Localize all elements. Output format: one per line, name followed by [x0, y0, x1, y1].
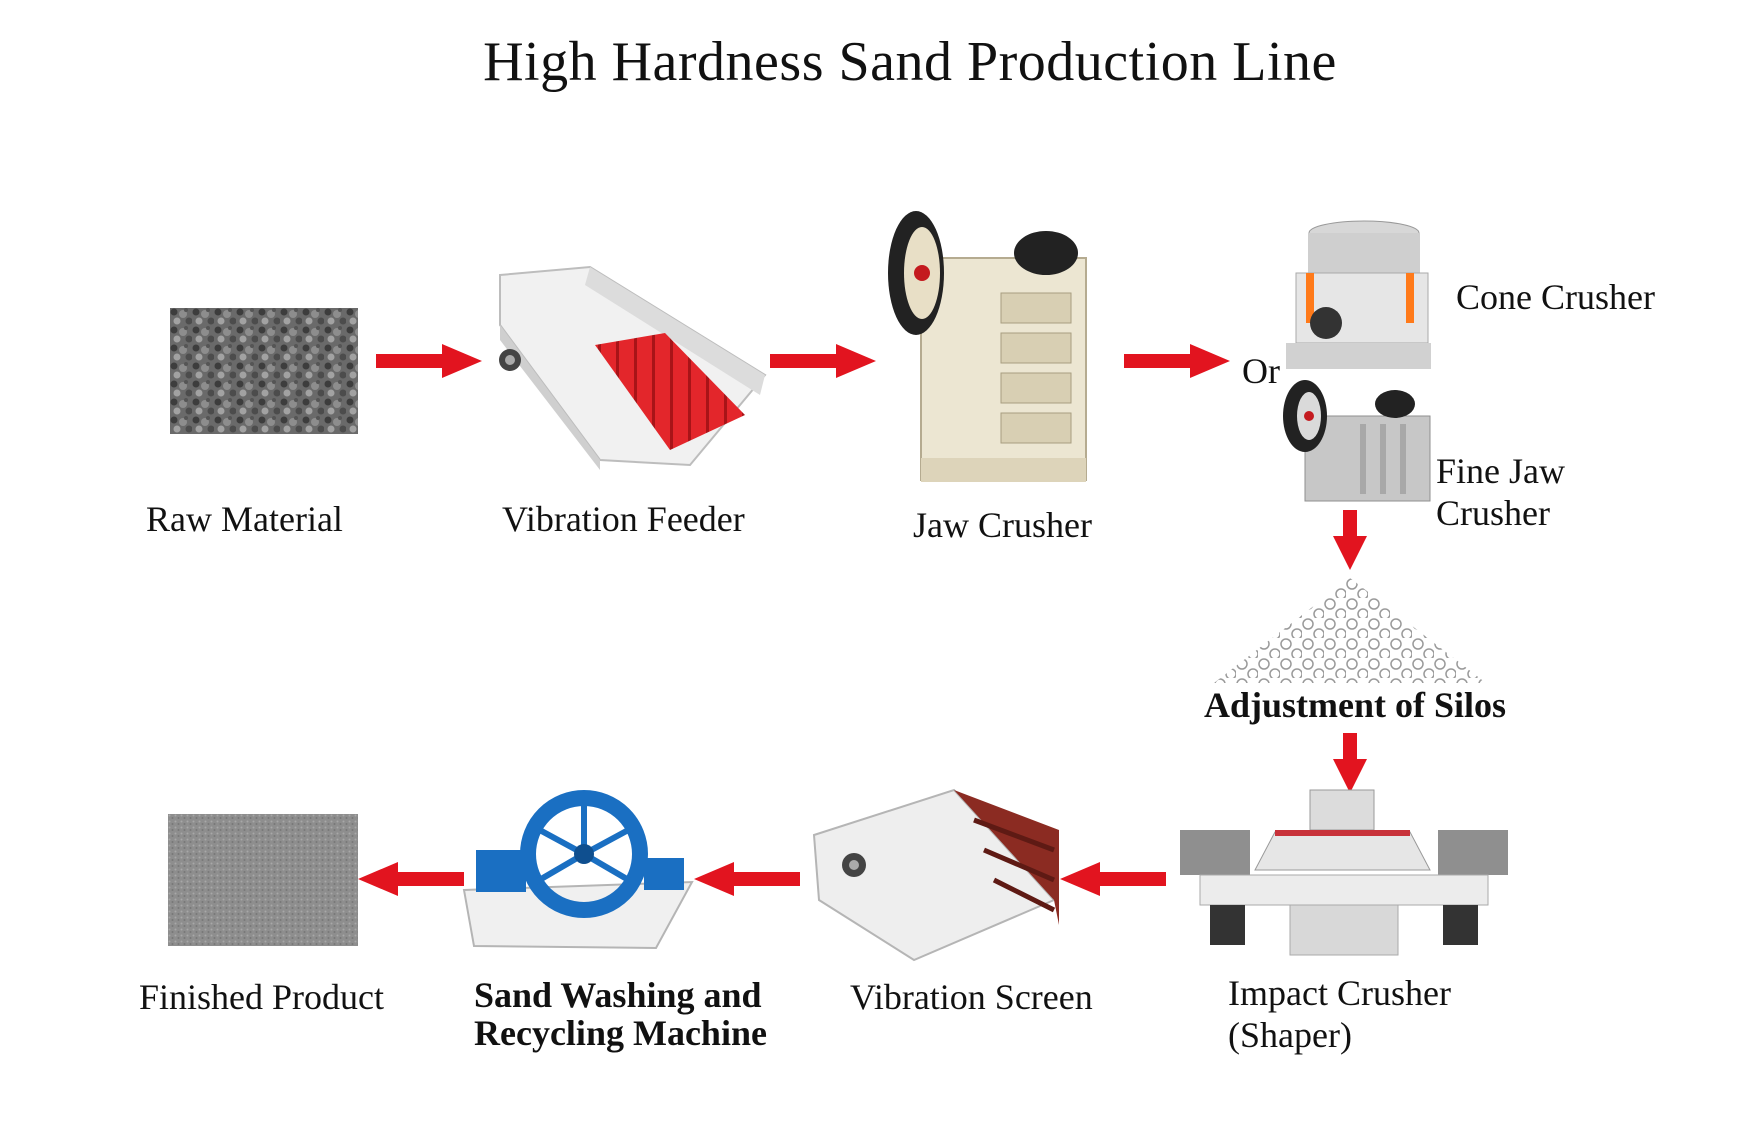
finished-product-label: Finished Product: [139, 977, 385, 1017]
fine-jaw-crusher-image: [1283, 380, 1431, 502]
arrow-right-1: [376, 344, 482, 378]
vibration-screen-image: [812, 788, 1059, 962]
cone-crusher-image: [1286, 220, 1431, 369]
or-label: Or: [1242, 351, 1280, 391]
arrow-left-2: [694, 862, 800, 896]
jaw-crusher-label: Jaw Crusher: [913, 505, 1092, 545]
sand-washing-machine-image: [462, 790, 694, 950]
page-title: High Hardness Sand Production Line: [483, 31, 1337, 93]
cone-crusher-label: Cone Crusher: [1456, 277, 1655, 317]
arrow-down-1: [1333, 510, 1367, 570]
arrow-right-2: [770, 344, 876, 378]
vibration-screen-label: Vibration Screen: [850, 977, 1093, 1017]
impact-crusher-label-line2: (Shaper): [1228, 1015, 1352, 1055]
vibration-feeder-label: Vibration Feeder: [502, 499, 745, 539]
arrow-down-2: [1333, 733, 1367, 793]
fine-jaw-crusher-label-line2: Crusher: [1436, 493, 1550, 533]
fine-jaw-crusher-label-line1: Fine Jaw: [1436, 451, 1565, 491]
fine-sand-image: [168, 814, 358, 946]
silo-pile-image: [1214, 578, 1486, 683]
gravel-image: [170, 308, 358, 434]
sand-washing-label-line2: Recycling Machine: [474, 1013, 767, 1053]
sand-washing-label-line1: Sand Washing and: [474, 975, 762, 1015]
raw-material-label: Raw Material: [146, 499, 343, 539]
adjustment-of-silos-label: Adjustment of Silos: [1204, 685, 1507, 725]
jaw-crusher-image: [888, 211, 1087, 482]
arrow-right-3: [1124, 344, 1230, 378]
impact-crusher-image: [1180, 789, 1508, 956]
vibration-feeder-image: [499, 265, 767, 470]
impact-crusher-label-line1: Impact Crusher: [1228, 973, 1451, 1013]
arrow-left-1: [1060, 862, 1166, 896]
arrow-left-3: [358, 862, 464, 896]
